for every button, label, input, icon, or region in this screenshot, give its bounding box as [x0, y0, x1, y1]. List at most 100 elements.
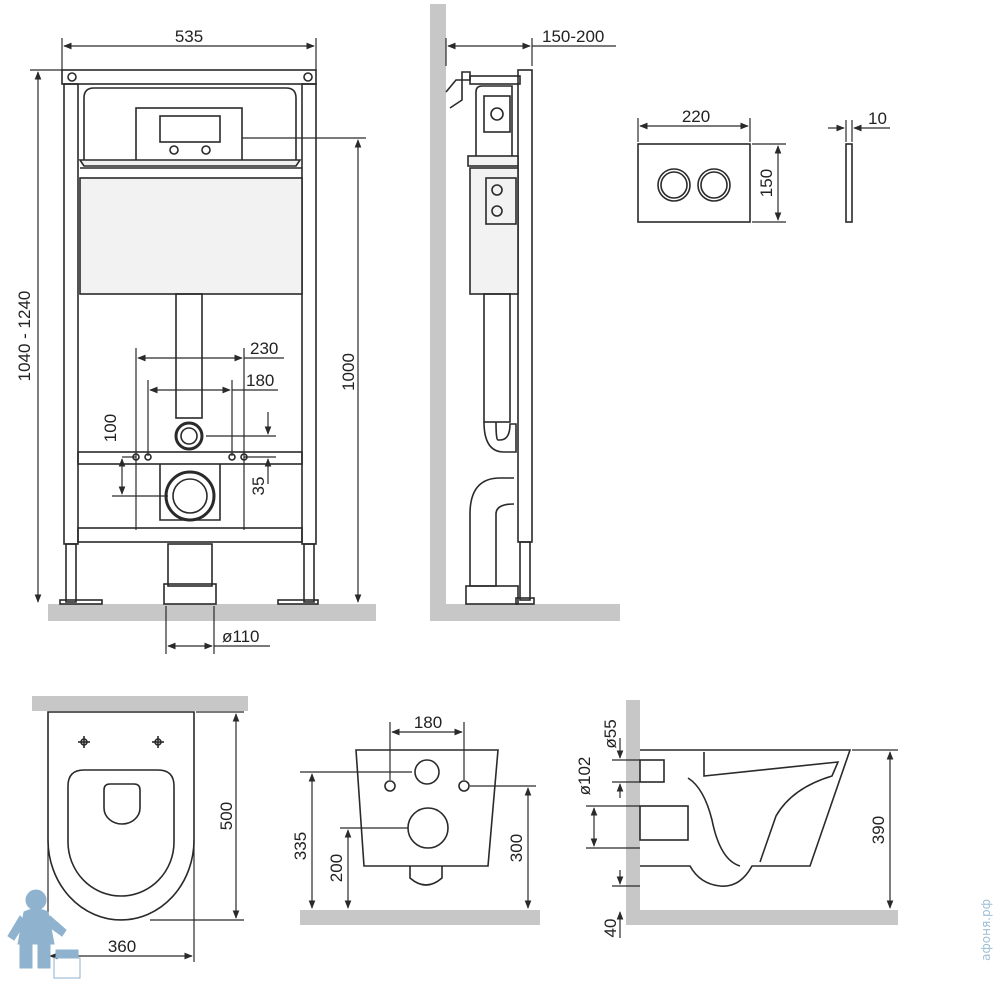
- label-top-height: 335: [291, 832, 310, 860]
- side-foot: [515, 597, 535, 605]
- side-flush-bend: [483, 421, 517, 453]
- cistern-upper-housing: [83, 87, 297, 160]
- label-outlet-diameter: ø102: [575, 757, 594, 796]
- flush-plate: [637, 143, 751, 223]
- frame-left-leg: [65, 543, 77, 603]
- floor-side: [430, 604, 620, 621]
- flush-plate-side: [845, 143, 853, 223]
- label-bolt-outer: 230: [250, 339, 278, 358]
- side-cistern-upper: [475, 85, 513, 156]
- side-mechanism-hole: [490, 107, 504, 121]
- side-screw-icon: [491, 205, 503, 217]
- floor-bowl-side: [626, 910, 898, 925]
- crosshair-icon: [152, 736, 164, 748]
- bowl-side-outline: [640, 749, 852, 887]
- frame-front-view: [48, 69, 376, 621]
- side-cistern-rim: [467, 155, 519, 167]
- side-drain-end: [465, 585, 519, 605]
- flush-button-dimensions: [637, 118, 890, 223]
- label-inlet-diameter: ø55: [601, 719, 620, 748]
- bowl-side-interior: [687, 777, 741, 867]
- floor-front: [48, 604, 376, 621]
- cistern-rim: [78, 159, 302, 167]
- flush-button-left: [657, 168, 691, 202]
- side-cistern-body: [469, 167, 519, 295]
- frame-right-upright: [301, 83, 317, 545]
- label-bolt-inner: 180: [246, 371, 274, 390]
- side-outlet-spigot: [639, 805, 689, 841]
- frame-side-view: [430, 4, 620, 621]
- side-upright: [517, 69, 533, 543]
- label-frame-width: 535: [175, 27, 203, 46]
- frame-screw-icon: [67, 72, 77, 82]
- bowl-top-opening: [103, 783, 141, 825]
- mechanism-screw-icon: [169, 145, 179, 155]
- frame-crossbar: [77, 451, 303, 465]
- wall-side: [430, 4, 446, 620]
- inlet-hole: [414, 759, 440, 785]
- bowl-back-foot: [409, 866, 443, 886]
- bowl-top-seat: [67, 769, 175, 897]
- side-top-bar: [469, 75, 521, 85]
- flush-button-right: [697, 168, 731, 202]
- label-button-thickness: 10: [868, 109, 887, 128]
- bowl-side-dimensions: [586, 738, 898, 938]
- frame-right-foot: [277, 599, 319, 605]
- label-total-height: 1000: [339, 353, 358, 391]
- wall-bowl-side: [626, 700, 640, 914]
- side-inlet-spigot: [639, 759, 665, 783]
- bowl-top-dimensions: [47, 711, 244, 962]
- frame-left-upright: [63, 83, 79, 545]
- label-side-height: 390: [869, 816, 888, 844]
- bowl-back-outline: [355, 749, 499, 867]
- label-floor-gap: 40: [601, 919, 620, 938]
- label-drain-offset: 35: [249, 477, 268, 496]
- drain-pipe: [167, 543, 213, 587]
- flush-outlet: [174, 421, 204, 451]
- frame-left-foot: [59, 599, 103, 605]
- bowl-back-view: [300, 749, 540, 925]
- flush-button-front: [637, 143, 853, 223]
- label-bowl-width: 360: [108, 937, 136, 956]
- side-valve-block: [485, 177, 517, 225]
- flush-pipe: [175, 293, 203, 419]
- label-drain-diameter: ø110: [222, 627, 260, 646]
- label-button-width: 220: [682, 107, 710, 126]
- side-flush-pipe: [483, 293, 511, 423]
- frame-screw-icon: [303, 72, 313, 82]
- flush-outlet-inner: [180, 427, 198, 445]
- frame-top-bar: [61, 69, 317, 85]
- frame-front-dimensions: [30, 38, 366, 654]
- flush-mechanism-window: [159, 115, 221, 143]
- bolt-hole-icon: [458, 780, 470, 792]
- frame-side-dimensions: [445, 38, 616, 66]
- label-pipe-offset: 100: [101, 414, 120, 442]
- side-leg: [519, 541, 531, 601]
- cistern-body: [79, 177, 303, 295]
- label-bolt-height: 300: [507, 834, 526, 862]
- floor-back-view: [300, 910, 540, 925]
- side-drain-bend: [469, 477, 515, 587]
- crosshair-icon: [78, 736, 90, 748]
- side-screw-icon: [491, 184, 503, 196]
- frame-bottom-bar: [77, 527, 303, 543]
- bowl-side-rim: [703, 752, 840, 863]
- mechanism-screw-icon: [201, 145, 211, 155]
- outlet-hole: [407, 807, 449, 849]
- bowl-back-dimensions: [300, 722, 536, 909]
- label-outlet-height: 200: [327, 854, 346, 882]
- wall-bracket: [445, 71, 471, 109]
- bowl-top-view: [32, 696, 248, 921]
- frame-right-leg: [303, 543, 315, 603]
- watermark-text: афоня.рф: [979, 899, 993, 961]
- label-bolt-spacing: 180: [414, 713, 442, 732]
- plumber-mascot-logo: [7, 889, 81, 979]
- label-button-height: 150: [757, 169, 776, 197]
- flush-button-left-inner: [660, 171, 688, 199]
- label-bowl-length: 500: [217, 802, 236, 830]
- drain-connector-inner: [172, 478, 208, 514]
- drain-pipe-end: [163, 583, 217, 605]
- flush-button-right-inner: [700, 171, 728, 199]
- label-side-depth: 150-200: [542, 27, 604, 46]
